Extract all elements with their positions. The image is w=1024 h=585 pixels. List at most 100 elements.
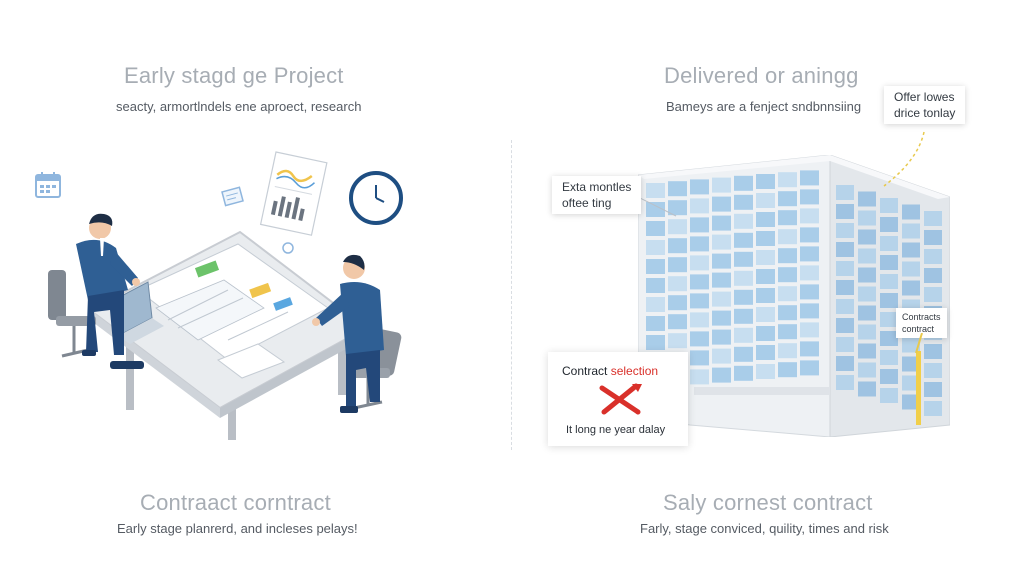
building-window: [924, 382, 942, 397]
building-window: [858, 286, 876, 302]
building-window: [712, 329, 731, 345]
left-bottom-title: Contraact corntract: [140, 490, 331, 515]
contract-card-label: Contract selection: [562, 364, 658, 378]
building-window: [858, 324, 876, 340]
yellow-pole: [916, 351, 921, 425]
building-window: [924, 249, 942, 264]
building-window: [712, 348, 731, 364]
building-window: [690, 274, 709, 290]
building-window: [712, 310, 731, 326]
document-chart-icon: [259, 151, 328, 236]
left-bottom-subtitle: Early stage planrerd, and incleses pelay…: [117, 521, 358, 536]
building-window: [668, 314, 687, 330]
building-window: [778, 305, 797, 321]
building-window: [902, 261, 920, 277]
contract-selection-card: Contract selection It long ne year dalay: [548, 352, 688, 446]
building-window: [880, 350, 898, 365]
building-window: [646, 202, 665, 217]
building-window: [712, 367, 731, 383]
building-window: [734, 308, 753, 324]
building-window: [880, 274, 898, 289]
building-window: [646, 183, 665, 198]
building-window: [778, 248, 797, 264]
building-window: [858, 191, 876, 207]
building-window: [924, 287, 942, 302]
building-window: [800, 208, 819, 224]
building-window: [756, 288, 775, 303]
right-bottom-title: Saly cornest contract: [663, 490, 873, 515]
building-window: [778, 324, 797, 340]
building-window: [756, 307, 775, 322]
building-window: [924, 401, 942, 416]
building-window: [836, 242, 854, 257]
building-window: [778, 172, 797, 188]
building-window: [880, 293, 898, 308]
building-window: [880, 255, 898, 270]
building-window: [924, 211, 942, 226]
building-window: [690, 217, 709, 233]
building-window: [858, 248, 876, 264]
contract-card-label-prefix: Contract: [562, 364, 611, 378]
building-window: [734, 289, 753, 305]
building-window: [836, 185, 854, 200]
building-window: [646, 278, 665, 293]
building-window: [668, 181, 687, 197]
building-window: [756, 174, 775, 189]
building-window: [690, 350, 709, 366]
building-window: [924, 230, 942, 245]
bubble-icon: [282, 242, 294, 254]
building-window: [712, 234, 731, 250]
building-window: [902, 223, 920, 239]
right-subtitle: Bameys are a fenject sndbnnsiing: [666, 99, 862, 114]
building-window: [734, 327, 753, 343]
callout-top-right: Offer lowes drice tonlay: [884, 86, 966, 124]
right-bottom-subtitle: Farly, stage conviced, quility, times an…: [640, 521, 889, 536]
building-window: [880, 369, 898, 384]
building-window: [800, 322, 819, 338]
building-window: [734, 194, 753, 210]
building-window: [800, 227, 819, 243]
building-window: [778, 343, 797, 359]
building-window: [668, 238, 687, 254]
sticky-note-icon: [221, 186, 244, 207]
calendar-icon: [35, 172, 61, 198]
building-window: [800, 246, 819, 262]
building-window: [756, 326, 775, 341]
building-window: [836, 337, 854, 352]
building-window: [836, 223, 854, 238]
building-window: [858, 210, 876, 226]
building-window: [734, 213, 753, 229]
building-window: [880, 217, 898, 232]
clock-icon: [349, 171, 403, 225]
building-window: [734, 346, 753, 362]
building-window: [902, 394, 920, 410]
building-window: [668, 295, 687, 311]
person-left: [76, 213, 144, 369]
building-window: [902, 204, 920, 220]
building-window: [800, 170, 819, 186]
contract-card-label-highlight: selection: [610, 364, 659, 378]
building-window: [902, 375, 920, 391]
building-window: [858, 229, 876, 245]
building-window: [712, 291, 731, 307]
building-window: [858, 267, 876, 283]
building-window: [880, 236, 898, 251]
person-right: [312, 254, 384, 413]
building-window: [858, 343, 876, 359]
building-window: [756, 193, 775, 208]
building-window: [858, 362, 876, 378]
building-window: [778, 229, 797, 245]
building-window: [902, 337, 920, 353]
callout-building-line2: contract: [902, 324, 935, 334]
building-window: [734, 232, 753, 248]
callout-building-line1: Contracts: [902, 312, 941, 322]
building-window: [690, 198, 709, 214]
building-window: [712, 177, 731, 193]
building-window: [690, 236, 709, 252]
building-window: [778, 210, 797, 226]
building-window: [646, 297, 665, 312]
building-window: [836, 280, 854, 295]
building-window: [646, 316, 665, 331]
building-window: [836, 204, 854, 219]
building-window: [880, 388, 898, 403]
